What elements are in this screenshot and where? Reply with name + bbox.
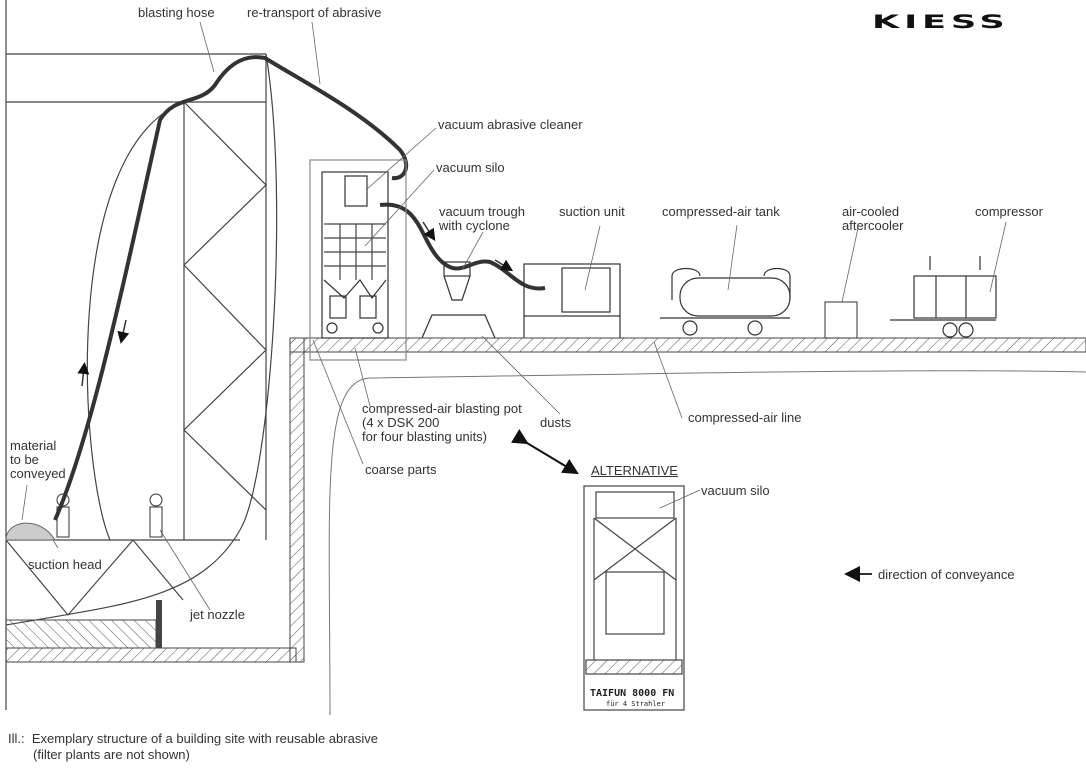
label-direction: direction of conveyance xyxy=(878,567,1015,582)
label-compressed-air-line: compressed-air line xyxy=(688,410,802,425)
blasting-hose xyxy=(53,55,409,521)
caption-line-1: Ill.: Exemplary structure of a building … xyxy=(8,731,378,746)
label-compressed-air-tank: compressed-air tank xyxy=(662,204,780,219)
flow-arrow-icon xyxy=(77,362,90,387)
alternative-detail xyxy=(583,485,685,711)
label-material-2: to be xyxy=(10,452,39,467)
label-dusts: dusts xyxy=(540,415,572,430)
vacuum-abrasive-cleaner-silo xyxy=(309,159,407,361)
figure-caption: Ill.: Exemplary structure of a building … xyxy=(8,731,378,763)
label-material-3: conveyed xyxy=(10,466,66,481)
label-suction-unit: suction unit xyxy=(559,204,625,219)
label-blasting-pot-3: for four blasting units) xyxy=(362,429,488,444)
plate-sub: für 4 Strahler xyxy=(606,700,666,708)
leader-lines xyxy=(21,21,1007,611)
label-vacuum-silo: vacuum silo xyxy=(436,160,505,175)
label-vacuum-trough-2: with cyclone xyxy=(439,218,510,233)
label-vacuum-trough: vacuum trough xyxy=(439,204,525,219)
label-material: material xyxy=(10,438,57,453)
soil-line xyxy=(328,370,1086,716)
flow-arrow-icon xyxy=(494,259,514,272)
compressed-air-tank xyxy=(660,267,791,336)
vacuum-trough-with-cyclone xyxy=(421,261,496,339)
label-aftercooler: air-cooled xyxy=(842,204,900,219)
wall-hatch xyxy=(289,337,305,663)
flow-arrow-icon xyxy=(422,221,436,242)
label-vacuum-abrasive-cleaner: vacuum abrasive cleaner xyxy=(438,117,583,132)
material-pile xyxy=(5,522,56,541)
kiess-logo: KIESS xyxy=(872,12,1010,34)
building-structure xyxy=(5,0,278,710)
alternative-arrow xyxy=(511,429,579,475)
column xyxy=(156,600,162,648)
label-jet-nozzle: jet nozzle xyxy=(190,607,245,622)
flow-arrow-icon xyxy=(117,319,130,344)
suction-unit xyxy=(523,263,621,338)
label-re-transport: re-transport of abrasive xyxy=(247,5,382,20)
re-transport-hose xyxy=(379,202,546,291)
ground-hatch xyxy=(289,337,1086,353)
compressor xyxy=(890,256,997,338)
floor-slab-left xyxy=(5,619,157,649)
caption-line-2: (filter plants are not shown) xyxy=(33,747,190,762)
plate-model: TAIFUN 8000 FN xyxy=(590,688,675,699)
label-aftercooler-2: aftercooler xyxy=(842,218,904,233)
label-alt-vacuum-silo: vacuum silo xyxy=(701,483,770,498)
worker-figures xyxy=(56,493,163,538)
label-coarse-parts: coarse parts xyxy=(365,462,437,477)
label-blasting-pot-2: (4 x DSK 200 xyxy=(362,415,440,430)
label-blasting-hose: blasting hose xyxy=(138,5,215,20)
air-cooled-aftercooler xyxy=(824,301,858,339)
label-blasting-pot: compressed-air blasting pot xyxy=(362,401,522,416)
label-compressor: compressor xyxy=(975,204,1043,219)
label-alternative: ALTERNATIVE xyxy=(591,463,678,478)
floor-slab-bottom xyxy=(5,647,297,663)
label-suction-head: suction head xyxy=(28,557,102,572)
